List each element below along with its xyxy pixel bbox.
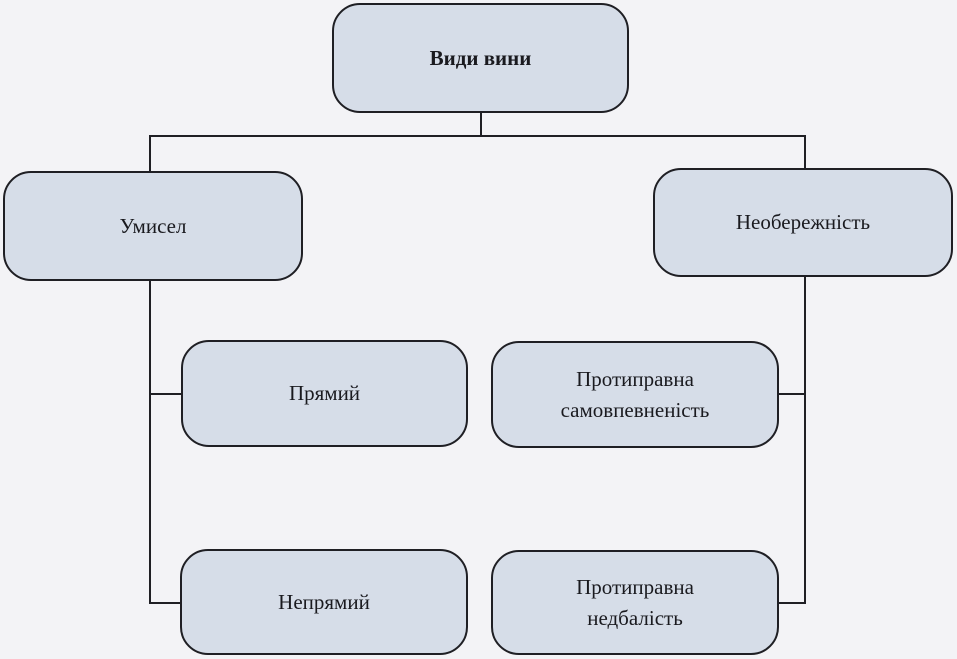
indirect-intent-label: Непрямий [278,589,370,614]
unlawful-carelessness-label: Протиправна недбалість [576,575,694,630]
root-node: Види вини [332,3,629,113]
direct-intent-node: Прямий [181,340,468,447]
negligence-node: Необережність [653,168,953,277]
intent-label: Умисел [119,213,187,238]
indirect-intent-node: Непрямий [180,549,468,655]
negligence-label: Необережність [735,210,871,235]
direct-intent-label: Прямий [288,381,361,406]
unlawful-self-confidence-node: Протиправна самовпевненість [491,341,779,448]
unlawful-self-confidence-label: Протиправна самовпевненість [560,367,710,422]
intent-node: Умисел [3,171,303,281]
unlawful-carelessness-node: Протиправна недбалість [491,550,779,655]
root-label: Види вини [429,45,532,70]
